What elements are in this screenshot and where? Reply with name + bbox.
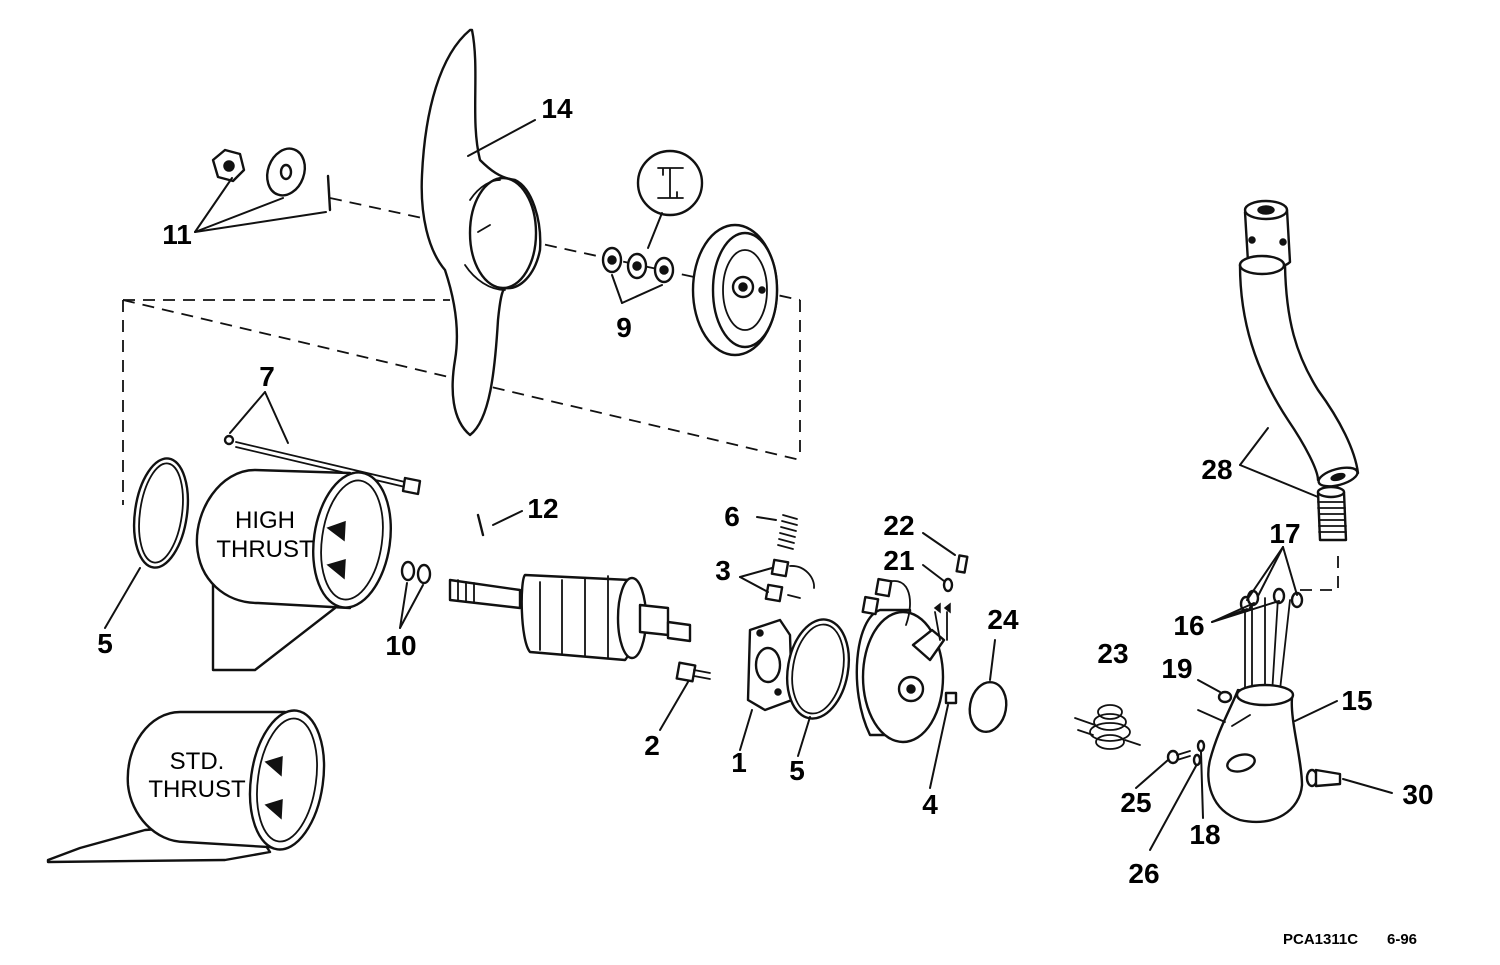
prop-washer: [265, 147, 307, 197]
lower-housing: [1197, 683, 1304, 824]
callout-5-middle: 5: [789, 755, 805, 786]
callout-25: 25: [1120, 787, 1151, 818]
callout-17: 17: [1269, 518, 1300, 549]
callout-2: 2: [644, 730, 660, 761]
screw-2: [675, 661, 711, 683]
std-thrust-label-line2: THRUST: [148, 776, 246, 803]
washer-26: [1192, 753, 1202, 767]
prop-nut: [211, 148, 246, 183]
callout-11: 11: [162, 219, 192, 250]
nut-4: [944, 691, 958, 705]
callout-4: 4: [922, 789, 938, 820]
steering-tube: [1238, 199, 1360, 488]
armature: [448, 573, 692, 662]
callout-22: 22: [883, 510, 914, 541]
drawing-code: PCA1311C: [1283, 931, 1358, 948]
callout-10: 10: [385, 630, 416, 661]
shim-2: [416, 563, 432, 585]
coil-23: [1074, 704, 1141, 750]
drive-pin: [326, 174, 332, 212]
tool-symbol-icon: [636, 149, 704, 217]
callout-30: 30: [1402, 779, 1433, 810]
callout-21: 21: [883, 545, 914, 576]
high-thrust-label-line1: HIGH: [235, 507, 295, 534]
callouts: 14 11 9 7 12 5 10 6 3 2 1 5 22 21 24 4 2…: [97, 93, 1433, 889]
std-thrust-label-line1: STD.: [170, 748, 225, 775]
end-cap: [691, 223, 779, 357]
callout-1: 1: [731, 747, 747, 778]
callout-7: 7: [259, 361, 275, 392]
wire-leads: [1239, 587, 1304, 695]
drawing-date: 6-96: [1387, 931, 1417, 948]
screw-30: [1305, 768, 1342, 788]
callout-24: 24: [987, 604, 1019, 635]
callout-5-left: 5: [97, 628, 113, 659]
screw-25: [1166, 749, 1191, 765]
std-thrust-housing: [46, 709, 326, 864]
brushes: [764, 558, 815, 603]
washer-18: [1196, 739, 1206, 753]
callout-19: 19: [1161, 653, 1192, 684]
propeller: [420, 28, 542, 437]
pin-21: [942, 577, 954, 593]
callout-15: 15: [1341, 685, 1372, 716]
callout-16: 16: [1173, 610, 1204, 641]
callout-28: 28: [1201, 454, 1232, 485]
threaded-collar: [1316, 485, 1348, 542]
terminal-22: [955, 554, 969, 574]
callout-14: 14: [541, 93, 573, 124]
bearings: [601, 246, 675, 284]
pin-12: [476, 513, 485, 537]
callout-23: 23: [1097, 638, 1128, 669]
callout-6: 6: [724, 501, 740, 532]
high-thrust-housing: [195, 468, 393, 672]
brush-plate: [746, 618, 794, 712]
shim-1: [400, 560, 416, 582]
callout-26: 26: [1128, 858, 1159, 889]
plug-19: [1217, 690, 1233, 704]
callout-3: 3: [715, 555, 731, 586]
high-thrust-label-line2: THRUST: [216, 536, 314, 563]
leader-lines: [104, 119, 1393, 851]
brush-spring: [777, 514, 798, 550]
callout-9: 9: [616, 312, 632, 343]
callout-18: 18: [1189, 819, 1220, 850]
o-ring-left: [132, 457, 190, 569]
callout-12: 12: [527, 493, 558, 524]
o-ring-24: [968, 680, 1008, 734]
o-ring-middle: [786, 618, 850, 720]
drive-head: [855, 577, 951, 744]
